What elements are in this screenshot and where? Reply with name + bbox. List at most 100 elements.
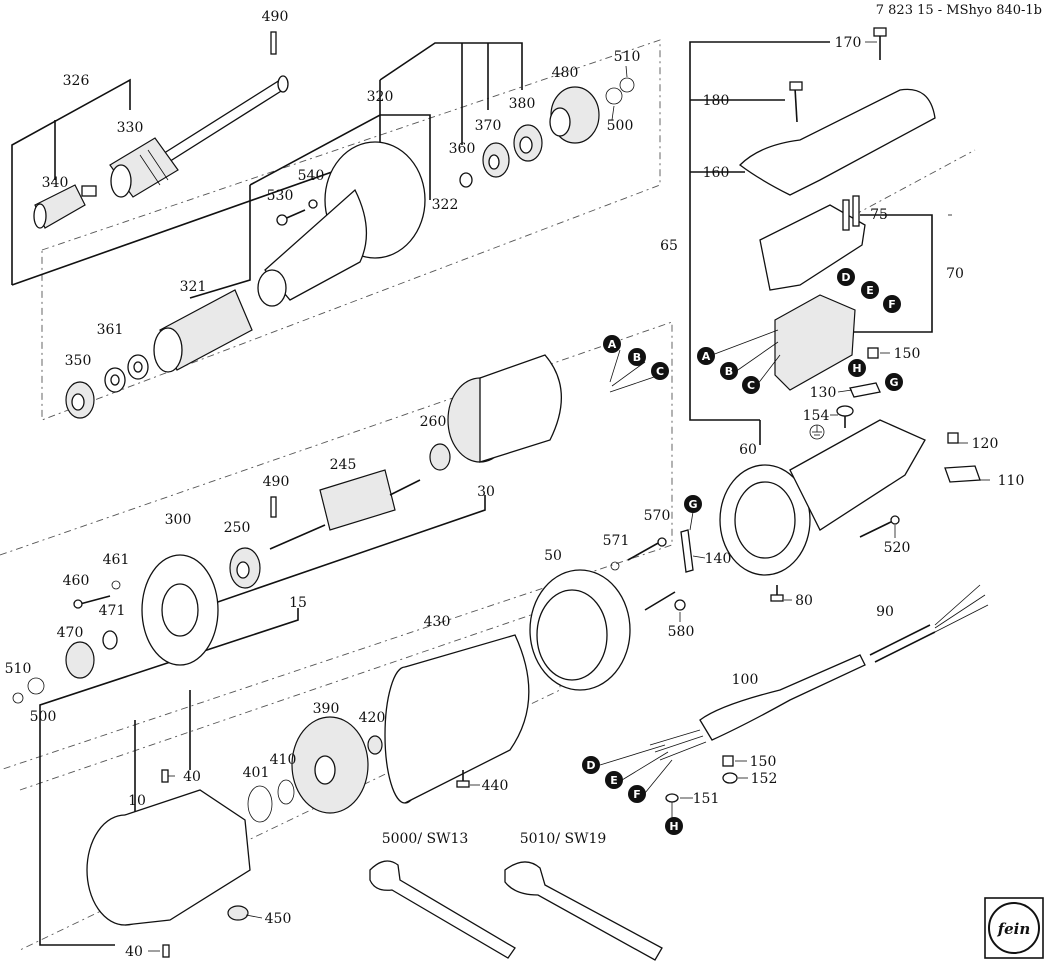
bracket-320 — [189, 114, 431, 299]
wrench-sw19 — [504, 861, 663, 961]
marker-a2: A — [697, 347, 715, 365]
svg-text:A: A — [702, 350, 711, 363]
label-152: 152 — [751, 771, 778, 787]
handle-housing-60 — [719, 419, 926, 576]
cable-90 — [869, 584, 989, 663]
label-300: 300 — [165, 512, 192, 528]
collet-340 — [33, 184, 97, 229]
pinion-470 — [65, 641, 95, 679]
marker-g1: G — [885, 373, 903, 391]
label-360: 360 — [449, 141, 476, 157]
bracket-65 — [689, 41, 830, 445]
label-wrench-sw13: 5000/ SW13 — [382, 831, 469, 847]
label-60: 60 — [739, 442, 757, 458]
label-340: 340 — [42, 175, 69, 191]
svg-text:E: E — [866, 284, 874, 297]
label-570: 570 — [644, 508, 671, 524]
circlip-510-left — [12, 692, 24, 704]
label-160: 160 — [703, 165, 730, 181]
label-40-bottom: 40 — [125, 944, 143, 960]
label-540: 540 — [298, 168, 325, 184]
label-420: 420 — [359, 710, 386, 726]
clamp-110 — [944, 465, 981, 483]
screw-570 — [627, 537, 667, 561]
stator-field — [447, 354, 562, 463]
bracket-70 — [840, 214, 933, 333]
label-10: 10 — [128, 793, 146, 809]
assembly-outline-gearhead — [41, 39, 661, 421]
bearing-250 — [229, 547, 261, 589]
bush-420 — [367, 735, 383, 755]
screw-460 — [73, 595, 111, 609]
label-370: 370 — [475, 118, 502, 134]
screw-150-bottom — [722, 755, 734, 767]
label-320: 320 — [367, 89, 394, 105]
spindle-shaft — [149, 75, 289, 171]
brush-580 — [644, 591, 686, 611]
label-322: 322 — [432, 197, 459, 213]
label-154: 154 — [803, 408, 830, 424]
pin-490-mid — [270, 496, 277, 518]
pin-40-bottom — [162, 944, 170, 958]
label-471: 471 — [99, 603, 126, 619]
label-440: 440 — [482, 778, 509, 794]
label-250: 250 — [224, 520, 251, 536]
label-480: 480 — [552, 65, 579, 81]
screw-80 — [770, 585, 784, 602]
screw-150-top — [867, 347, 879, 359]
washer-571 — [610, 561, 620, 571]
gear-480 — [549, 86, 600, 144]
bearing-260 — [429, 443, 451, 471]
svg-text:H: H — [669, 820, 678, 833]
circlip-410 — [277, 779, 295, 805]
fan-390 — [291, 716, 369, 814]
label-470: 470 — [57, 625, 84, 641]
label-350: 350 — [65, 353, 92, 369]
label-326: 326 — [63, 73, 90, 89]
sleeve-450 — [227, 905, 249, 921]
label-65: 65 — [660, 238, 678, 254]
bracket-top-shaft — [379, 42, 523, 145]
label-170: 170 — [835, 35, 862, 51]
bearing-380 — [513, 124, 543, 162]
logo-text: fein — [997, 920, 1031, 938]
marker-b2: B — [720, 362, 738, 380]
label-500-left: 500 — [30, 709, 57, 725]
label-245: 245 — [330, 457, 357, 473]
shroud-430 — [384, 634, 530, 804]
label-510-left: 510 — [5, 661, 32, 677]
label-40-top: 40 — [183, 769, 201, 785]
label-490-top: 490 — [262, 9, 289, 25]
label-50: 50 — [544, 548, 562, 564]
bearing-plate-300 — [141, 554, 219, 666]
sleeve-321 — [153, 289, 253, 373]
washer-152 — [722, 772, 738, 784]
leader-lines — [148, 41, 990, 952]
screw-154 — [836, 405, 854, 428]
label-30: 30 — [477, 484, 495, 500]
cable-sleeve-100 — [649, 654, 866, 761]
label-90: 90 — [876, 604, 894, 620]
label-460: 460 — [63, 573, 90, 589]
brush-holder-50 — [529, 569, 631, 691]
label-80: 80 — [795, 593, 813, 609]
switch-70 — [774, 294, 856, 391]
screw-440 — [456, 770, 470, 788]
ring-500-top — [605, 87, 623, 105]
svg-text:E: E — [610, 774, 618, 787]
label-430: 430 — [424, 614, 451, 630]
label-361: 361 — [97, 322, 124, 338]
marker-f2: F — [628, 785, 646, 803]
ring-500-left — [27, 677, 45, 695]
bracket-30 — [179, 495, 486, 616]
label-450: 450 — [265, 911, 292, 927]
ring-401 — [247, 785, 273, 823]
fein-logo: fein — [984, 897, 1044, 959]
marker-e1: E — [861, 281, 879, 299]
svg-text:B: B — [725, 365, 733, 378]
svg-text:B: B — [633, 351, 641, 364]
label-151: 151 — [693, 791, 720, 807]
svg-text:F: F — [888, 298, 896, 311]
marker-e2: E — [605, 771, 623, 789]
